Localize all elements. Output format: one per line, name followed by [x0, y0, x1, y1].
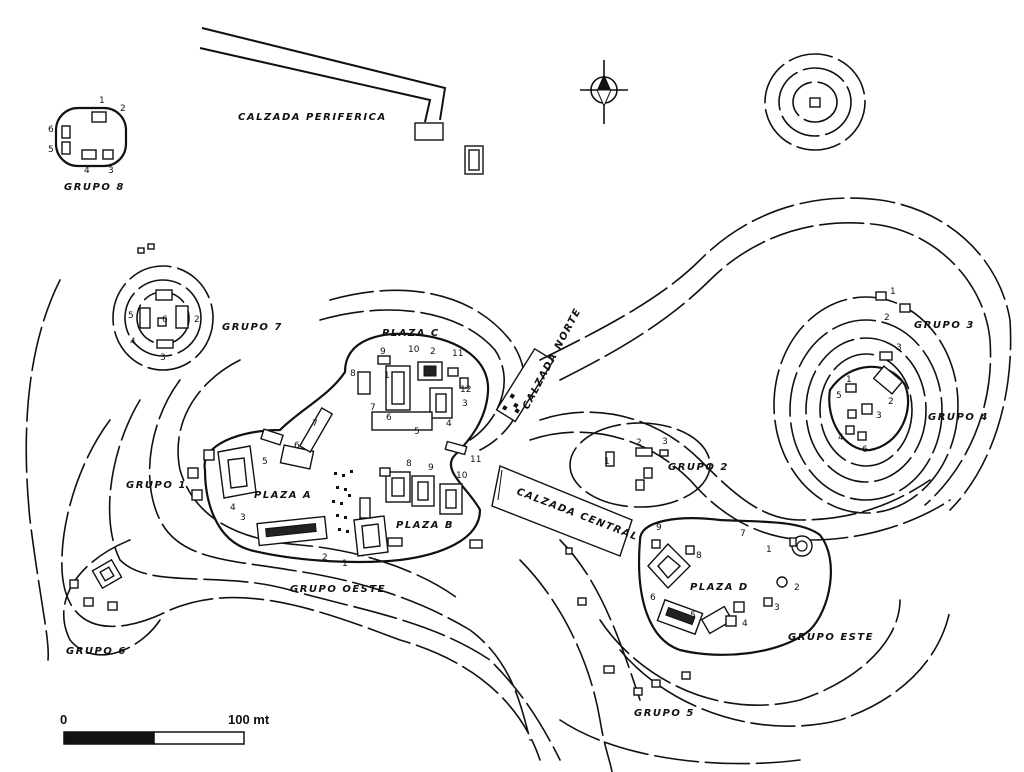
- plaza-d-complex: 1 2 3 4 5 6 7 8 9: [638, 517, 832, 656]
- plaza-d-label: PLAZA D: [690, 582, 749, 593]
- scale-bar: 0 100 mt: [60, 712, 270, 745]
- north-arrow-icon: [580, 60, 628, 124]
- grupo4-structure-2: 2: [888, 397, 894, 407]
- scale-start-label: 0: [60, 712, 67, 727]
- grupo-8-complex: 1 2 3 4 5 6: [48, 96, 128, 176]
- plazac-structure-6: 6: [386, 413, 392, 423]
- grupo8-structure-1: 1: [99, 96, 105, 106]
- grupo4-structure-3: 3: [876, 411, 882, 421]
- grupo2-structure-2: 2: [636, 438, 642, 448]
- plaza-c-label: PLAZA C: [382, 328, 440, 339]
- plazac-structure-12: 12: [460, 385, 471, 395]
- grupo4-structure-4: 4: [838, 433, 844, 443]
- plazaa-structure-7: 7: [312, 419, 318, 429]
- calzada-central-road: [491, 465, 633, 557]
- grupo-5-structures: [565, 547, 691, 696]
- grupo4-structure-5: 5: [836, 391, 842, 401]
- grupo2-structure-1: 1: [604, 457, 610, 467]
- grupo8-structure-5: 5: [48, 145, 54, 155]
- plazad-structure-1: 1: [766, 545, 772, 555]
- grupo8-structure-4: 4: [84, 166, 90, 176]
- main-platform-outline: [203, 332, 490, 564]
- plazab-structure-11: 11: [470, 455, 481, 465]
- scale-end-label: 100 mt: [228, 712, 270, 727]
- grupo7-structure-2: 2: [194, 315, 200, 325]
- plazaa-structure-3: 3: [240, 513, 246, 523]
- plazab-structure-8: 8: [406, 459, 412, 469]
- grupo-2-label: GRUPO 2: [668, 462, 729, 473]
- plazaa-structure-4: 4: [230, 503, 236, 513]
- plazad-structure-6: 6: [650, 593, 656, 603]
- plazac-structure-5: 5: [414, 427, 420, 437]
- plazac-structure-2: 2: [430, 347, 436, 357]
- grupo-1-label: GRUPO 1: [126, 480, 187, 491]
- plazaa-structure-6: 6: [294, 441, 300, 451]
- plazac-structure-8: 8: [350, 369, 356, 379]
- calzada-periferica-label: CALZADA PERIFERICA: [238, 112, 387, 123]
- grupo-este-label: GRUPO ESTE: [788, 632, 874, 643]
- plazad-structure-9: 9: [656, 523, 662, 533]
- western-contours: [25, 279, 561, 761]
- grupo-3-4-complex: 1 2 3 1 2 3 4 5 6: [773, 287, 959, 514]
- grupo7-structure-5: 5: [128, 311, 134, 321]
- plazac-structure-7: 7: [370, 403, 376, 413]
- plazac-structure-10: 10: [408, 345, 420, 355]
- plazaa-structure-2: 2: [322, 553, 328, 563]
- grupo-3-label: GRUPO 3: [914, 320, 975, 331]
- plaza-b-structures: 8 9 10 11: [332, 440, 483, 557]
- grupo-2-complex: 1 2 3: [569, 422, 711, 508]
- plazac-structure-1: 1: [384, 371, 390, 381]
- plazac-structure-4: 4: [446, 419, 452, 429]
- plazad-structure-7: 7: [740, 529, 746, 539]
- plaza-b-label: PLAZA B: [396, 520, 454, 531]
- grupo-7-complex: 5 2 4 3 6: [112, 243, 214, 371]
- plazac-structure-3: 3: [462, 399, 468, 409]
- eastern-contours: [519, 197, 1012, 772]
- plaza-a-label: PLAZA A: [254, 490, 312, 501]
- grupo3-structure-2: 2: [884, 313, 890, 323]
- plazac-structure-9: 9: [380, 347, 386, 357]
- plazad-structure-3: 3: [774, 603, 780, 613]
- grupo-8-label: GRUPO 8: [64, 182, 125, 193]
- grupo4-structure-1: 1: [846, 375, 852, 385]
- grupo-7-label: GRUPO 7: [222, 322, 283, 333]
- plazaa-structure-5: 5: [262, 457, 268, 467]
- grupo7-structure-3: 3: [160, 353, 166, 363]
- grupo7-structure-6: 6: [162, 315, 168, 325]
- grupo-4-label: GRUPO 4: [928, 412, 989, 423]
- plazab-structure-9: 9: [428, 463, 434, 473]
- grupo2-structure-3: 3: [662, 437, 668, 447]
- plazad-structure-2: 2: [794, 583, 800, 593]
- grupo8-structure-6: 6: [48, 125, 54, 135]
- calzada-norte-road: [495, 347, 555, 423]
- grupo-oeste-label: GRUPO OESTE: [290, 584, 386, 595]
- plazaa-structure-1: 1: [342, 559, 348, 569]
- calzada-periferica-road: [199, 27, 484, 175]
- plazab-structure-10: 10: [456, 471, 468, 481]
- plazac-structure-11: 11: [452, 349, 463, 359]
- northeast-hill: [764, 53, 866, 151]
- plazad-structure-4: 4: [742, 619, 748, 629]
- plaza-c-structures: 9 10 2 11 8 12 3 7 6 5 4 1: [350, 345, 471, 437]
- grupo-6-label: GRUPO 6: [66, 646, 127, 657]
- grupo-6-complex: [62, 539, 161, 656]
- grupo8-structure-2: 2: [120, 104, 126, 114]
- plazad-structure-5: 5: [690, 611, 696, 621]
- grupo8-structure-3: 3: [108, 166, 114, 176]
- grupo3-structure-3: 3: [896, 343, 902, 353]
- grupo3-structure-1: 1: [890, 287, 896, 297]
- grupo7-structure-4: 4: [130, 337, 136, 347]
- grupo-5-label: GRUPO 5: [634, 708, 695, 719]
- plazad-structure-8: 8: [696, 551, 702, 561]
- grupo4-structure-6: 6: [862, 445, 868, 455]
- plaza-a-structures: 2 1 3 4 5 6 7: [187, 406, 348, 569]
